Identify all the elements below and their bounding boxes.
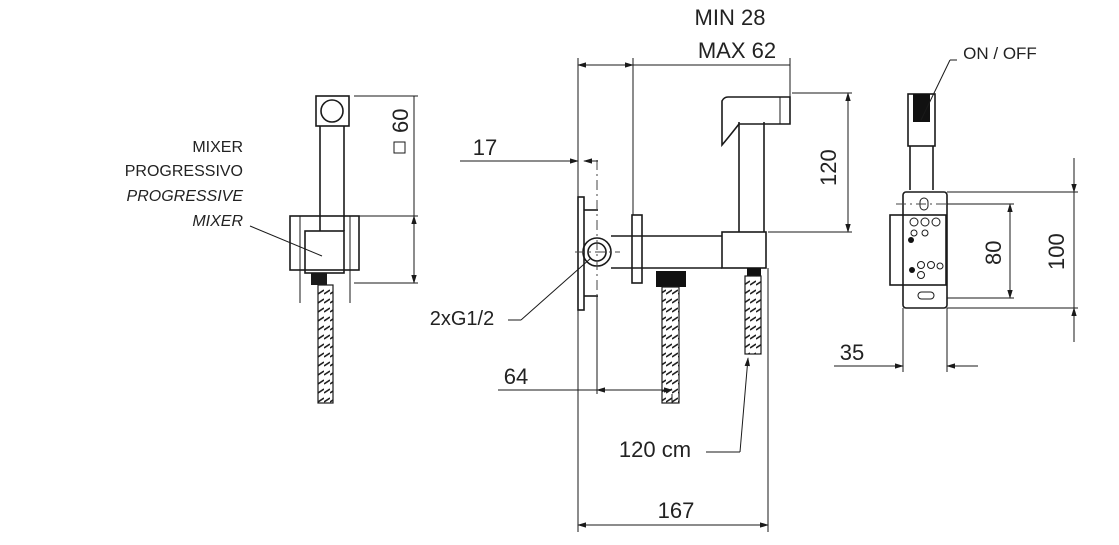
head-square [315, 95, 350, 127]
flange-ring [631, 214, 643, 284]
side-view: 60 MIXER PROGRESSIVO PROGRESSIVE MIXER [125, 95, 418, 404]
square-60-label: 60 [388, 109, 413, 133]
on-off-label: ON / OFF [963, 44, 1037, 63]
nozzle-circle [320, 99, 344, 123]
dim-167-label: 167 [658, 498, 695, 523]
square-symbol [393, 141, 406, 154]
mixer-label-it-2: PROGRESSIVO [125, 163, 243, 180]
spray-head [721, 96, 791, 148]
hose [317, 284, 334, 404]
connection-label: 2xG1/2 [430, 308, 494, 330]
hose-connector-1 [656, 271, 686, 287]
hose-1 [661, 286, 680, 404]
dim-17-label: 17 [473, 135, 497, 160]
mixer-label-en-2: MIXER [192, 213, 243, 230]
mixer-label-it-1: MIXER [192, 139, 243, 156]
mounting-plate [902, 191, 948, 309]
front-view: MIN 28 MAX 62 17 120 2xG1/2 64 120 cm 16… [430, 5, 852, 532]
hose-length-label: 120 cm [619, 437, 691, 462]
max-label: MAX 62 [698, 38, 776, 63]
dim-64-label: 64 [504, 364, 528, 389]
dim-120-label: 120 [816, 149, 841, 186]
dim-35-label: 35 [840, 340, 864, 365]
dim-100-label: 100 [1044, 233, 1069, 270]
min-label: MIN 28 [695, 5, 766, 30]
mixer-label-en-1: PROGRESSIVE [127, 188, 244, 205]
rear-side-plate [889, 214, 947, 286]
valve-block [721, 231, 767, 269]
mixer-body [304, 230, 345, 274]
center-wall-plate [577, 196, 585, 311]
rear-view: ON / OFF 80 100 35 [834, 44, 1078, 372]
hose-2 [744, 275, 762, 355]
dim-80-label: 80 [981, 241, 1006, 265]
